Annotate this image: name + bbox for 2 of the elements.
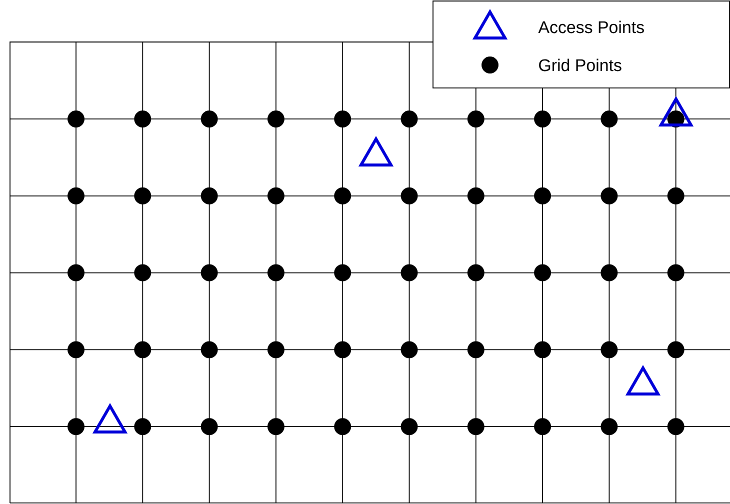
legend-label: Access Points: [538, 20, 644, 34]
legend-label: Grid Points: [539, 58, 622, 72]
